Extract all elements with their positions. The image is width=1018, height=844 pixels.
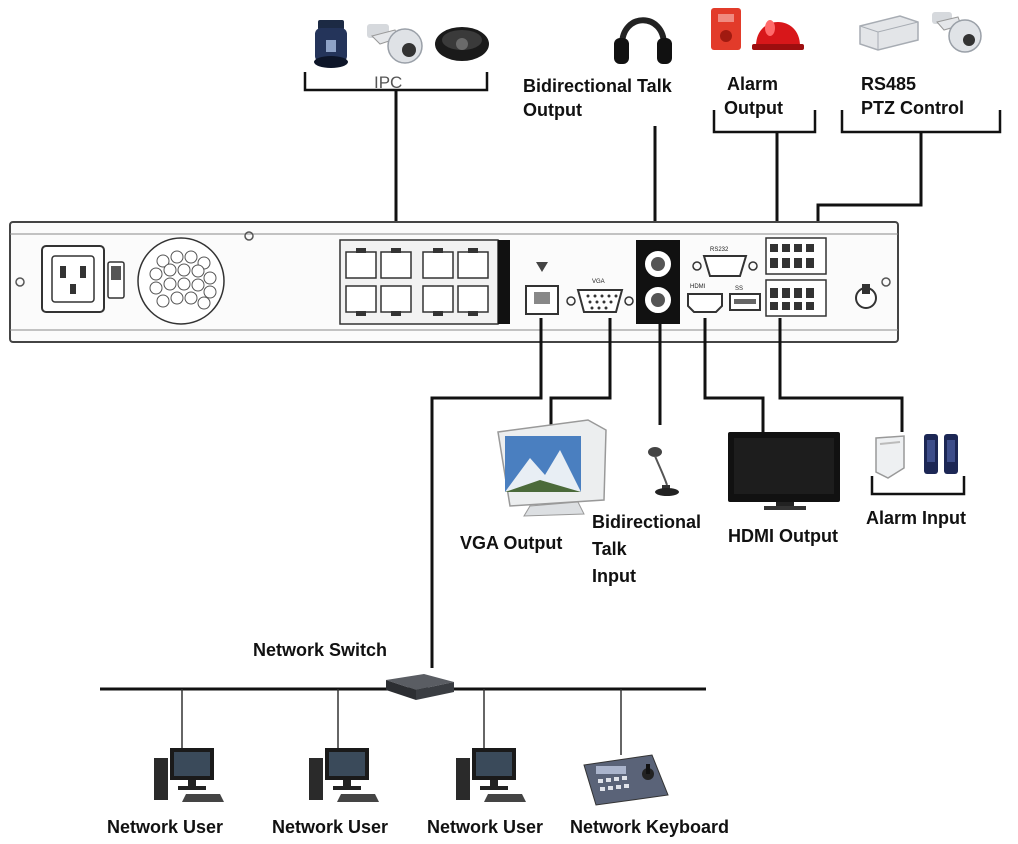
microphone-icon — [648, 447, 679, 496]
alarm-output-devices: Alarm Output — [711, 8, 817, 134]
alarm-beacon-icon — [752, 20, 804, 50]
hdmi-wire — [703, 318, 765, 432]
rs232-port-label: RS232 — [710, 247, 729, 253]
decoder-box-icon — [859, 15, 919, 51]
power-socket-icon — [41, 245, 125, 313]
network-wire — [430, 318, 543, 668]
usb-port: SS — [729, 286, 761, 311]
vga-wire — [549, 318, 612, 425]
network-switch-label: Network Switch — [253, 640, 387, 660]
fan-icon — [137, 237, 225, 325]
speed-dome-camera-icon — [367, 24, 423, 64]
alarm-output-label-line2: Output — [724, 98, 783, 118]
network-user-label-3: Network User — [427, 817, 543, 837]
network-user-label-2: Network User — [272, 817, 388, 837]
network-user-pc-icon — [456, 748, 526, 802]
beam-sensor-icon — [924, 434, 958, 474]
rs485-label-line1: RS485 — [861, 74, 916, 94]
usb-port-label: SS — [735, 286, 743, 292]
headphones-icon — [614, 17, 672, 64]
ipc-label: IPC — [374, 73, 402, 92]
vga-output-label: VGA Output — [460, 533, 562, 553]
network-switch-icon — [386, 674, 454, 700]
network-user-label-1: Network User — [107, 817, 223, 837]
rs485-label-line2: PTZ Control — [861, 98, 964, 118]
talk-input-label-line3: Input — [592, 566, 636, 586]
network-keyboard-icon — [583, 754, 669, 806]
vga-port-label: VGA — [592, 279, 605, 285]
talk-input-label-line1: Bidirectional — [592, 512, 701, 532]
alarm-input-wire — [778, 318, 904, 432]
bidirectional-talk-output-label-line1: Bidirectional Talk — [523, 76, 673, 96]
hdmi-tv-icon — [728, 432, 840, 510]
rs485-devices: RS485 PTZ Control — [840, 12, 1002, 134]
poe-ports — [339, 239, 510, 325]
nvr-rear-panel: VGA RS232 HDMI — [9, 221, 899, 343]
alarm-terminal-block — [765, 237, 827, 317]
lan-port — [525, 262, 559, 315]
pir-sensor-icon — [875, 435, 905, 479]
ipc-cameras: IPC — [303, 20, 489, 92]
alarm-input-bracket — [870, 476, 966, 496]
speed-dome-camera-icon-rs485 — [932, 12, 982, 53]
ptz-camera-icon — [314, 20, 348, 68]
network-user-pc-icon — [154, 748, 224, 802]
alarm-input-devices: Alarm Input — [866, 434, 966, 528]
vga-port: VGA — [566, 279, 634, 313]
alarm-output-bracket — [712, 110, 817, 134]
ground-screw-icon — [855, 284, 877, 309]
rs232-port: RS232 — [692, 247, 758, 277]
alarm-output-label-line1: Alarm — [727, 74, 778, 94]
hdmi-output-label: HDMI Output — [728, 526, 838, 546]
alarm-siren-icon — [711, 8, 741, 50]
network-user-pc-icon — [309, 748, 379, 802]
bidirectional-talk-output-label-line2: Output — [523, 100, 582, 120]
alarm-input-label: Alarm Input — [866, 508, 966, 528]
vga-monitor-icon — [497, 419, 607, 517]
network-keyboard-label: Network Keyboard — [570, 817, 729, 837]
audio-ports — [636, 240, 680, 324]
talk-input-label-line2: Talk — [592, 539, 628, 559]
hdmi-port-label: HDMI — [690, 284, 706, 290]
dome-camera-icon — [435, 27, 489, 61]
hdmi-port: HDMI — [687, 284, 723, 313]
